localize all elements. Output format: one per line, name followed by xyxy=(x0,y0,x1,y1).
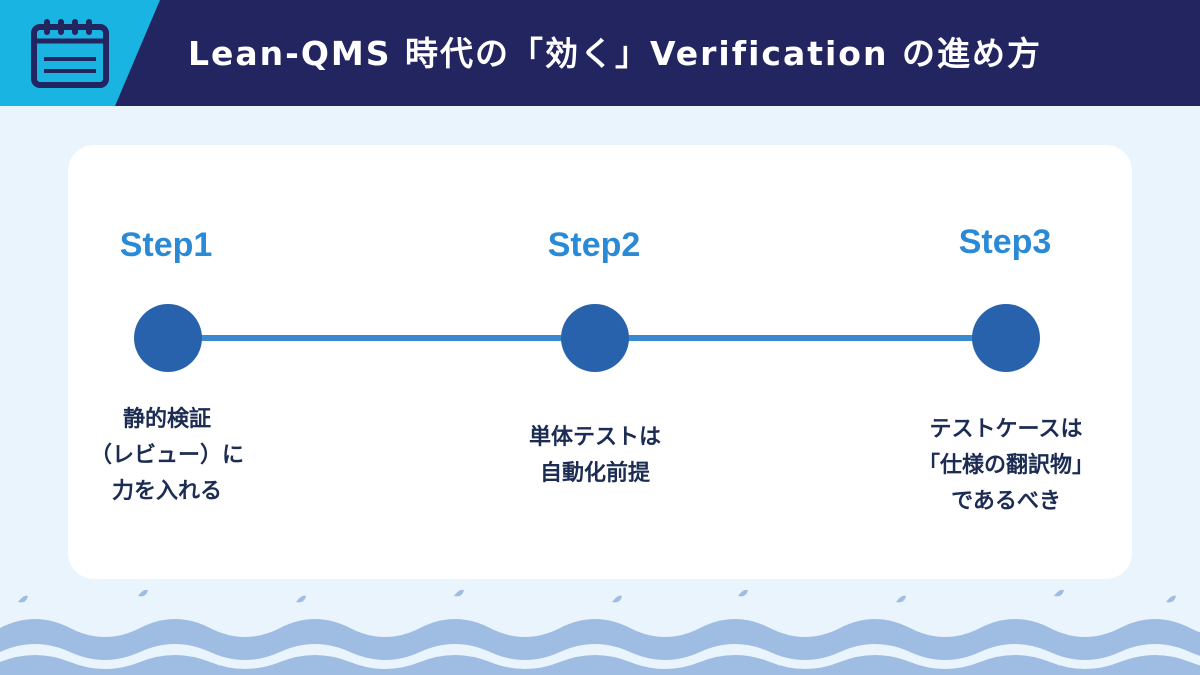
droplet xyxy=(738,590,748,597)
droplet xyxy=(1054,590,1064,597)
connector-1-2 xyxy=(168,335,596,341)
step-1-line: 静的検証 xyxy=(122,407,211,432)
droplet xyxy=(296,595,306,603)
step-2-description: 単体テストは 自動化前提 xyxy=(465,420,725,492)
droplet xyxy=(896,595,906,603)
step-1-description: 静的検証 （レビュー）に 力を入れる xyxy=(37,402,297,510)
droplet xyxy=(454,590,464,597)
wave-front-fill xyxy=(0,655,1200,675)
step-2-line: 自動化前提 xyxy=(539,461,650,486)
droplet xyxy=(18,595,28,603)
step-3-node xyxy=(972,304,1040,372)
droplet xyxy=(138,590,148,597)
header-band: Lean-QMS 時代の「効く」Verification の進め方 xyxy=(0,0,1200,106)
step-1-line: （レビュー）に xyxy=(89,443,244,468)
step-2-node xyxy=(561,304,629,372)
step-1-label: Step1 xyxy=(119,226,213,264)
droplet xyxy=(1166,595,1176,603)
step-3-description: テストケースは 「仕様の翻訳物」 であるべき xyxy=(876,412,1136,520)
step-3-line: 「仕様の翻訳物」 xyxy=(917,453,1094,478)
droplet xyxy=(612,595,622,603)
wave-decoration xyxy=(0,590,1200,675)
step-2-label: Step2 xyxy=(547,226,641,264)
step-1-node xyxy=(134,304,202,372)
step-1-line: 力を入れる xyxy=(111,479,222,504)
connector-2-3 xyxy=(596,335,1006,341)
page-title: Lean-QMS 時代の「効く」Verification の進め方 xyxy=(188,34,1042,73)
step-2-line: 単体テストは xyxy=(528,425,661,450)
step-3-line: であるべき xyxy=(951,489,1061,514)
step-3-line: テストケースは xyxy=(929,417,1083,442)
step-3-label: Step3 xyxy=(958,223,1052,261)
calendar-icon xyxy=(31,19,109,88)
